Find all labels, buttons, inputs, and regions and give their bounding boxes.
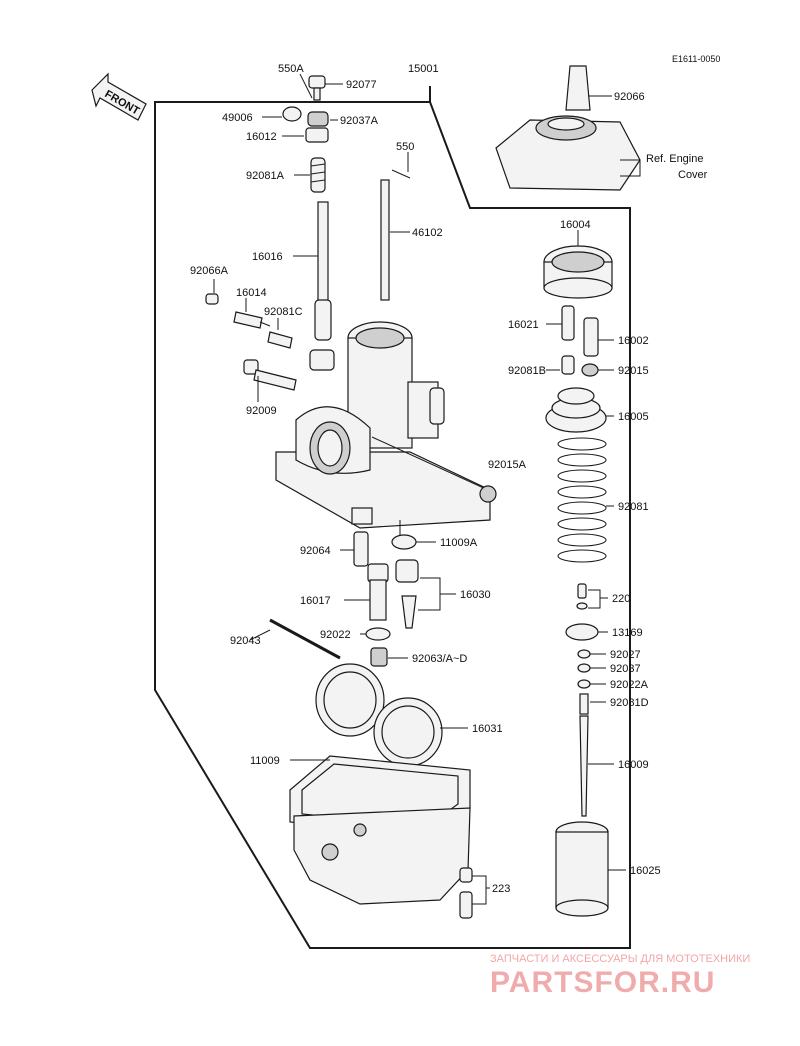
label-ref-cover: Cover [678,169,708,181]
screw-220 [577,583,587,599]
label-11009A: 11009A [440,537,478,549]
throttle-valve-16025 [555,821,609,917]
label-92022: 92022 [320,629,351,641]
label-16030: 16030 [460,589,491,601]
clip-92037 [577,663,591,673]
label-92009: 92009 [246,405,277,417]
screw-16014 [233,311,271,329]
float-pin-92043 [269,618,341,660]
washer-11009A [391,534,417,550]
part-49006 [282,106,302,122]
watermark-logo: PARTSFOR.RU [490,966,715,999]
screw-92077 [308,75,326,101]
label-92043: 92043 [230,635,261,647]
label-223: 223 [492,883,510,895]
label-92081C: 92081C [264,306,303,318]
diagram-code: E1611-0050 [672,54,720,64]
pin-550 [391,169,411,179]
spring-92081A [310,157,326,193]
float-16031 [315,663,443,767]
label-16009: 16009 [618,759,649,771]
spring-92081C [267,331,293,349]
label-92081A: 92081A [246,170,285,182]
label-92081B: 92081B [508,365,546,377]
label-ref-engine: Ref. Engine [646,153,703,165]
cap-92037A [307,111,329,127]
nut-92015 [581,363,599,377]
label-15001: 15001 [408,63,439,75]
engine-cover [495,115,641,191]
spring-92081B [561,355,575,375]
label-92027: 92027 [610,649,641,661]
label-92064: 92064 [300,545,331,557]
label-92081D: 92081D [610,697,649,709]
cap-16012 [305,127,329,143]
washer-92027 [577,649,591,659]
front-arrow: FRONT [91,72,147,121]
nut-92015A [479,485,497,503]
label-550: 550 [396,141,414,153]
label-16014: 16014 [236,287,267,299]
carburetor-body [275,321,491,529]
label-92066A: 92066A [190,265,229,277]
assembly-frame [154,86,631,949]
holder-16002 [583,317,599,357]
label-220: 220 [612,593,630,605]
label-16021: 16021 [508,319,539,331]
label-92063: 92063/A~D [412,653,467,665]
screw-92009 [243,359,297,391]
watermark-tagline: ЗАПЧАСТИ И АКСЕССУАРЫ ДЛЯ МОТОТЕХНИКИ [490,953,750,965]
rod-46102 [380,179,390,301]
float-valve-16030 [395,559,419,629]
label-16004: 16004 [560,219,591,231]
washer-92022 [365,627,391,641]
label-92077: 92077 [346,79,377,91]
label-49006: 49006 [222,112,253,124]
label-92066: 92066 [614,91,645,103]
adjuster-16021 [561,305,575,341]
washer-92022A [577,679,591,689]
label-46102: 46102 [412,227,443,239]
label-92081: 92081 [618,501,649,513]
label-550A: 550A [278,63,304,75]
label-16005: 16005 [618,411,649,423]
label-13169: 13169 [612,627,643,639]
label-16012: 16012 [246,131,277,143]
label-16016: 16016 [252,251,283,263]
label-92015: 92015 [618,365,649,377]
plate-13169 [565,623,599,641]
label-92037A: 92037A [340,115,379,127]
leader-92015A [371,436,489,491]
pin-550A-line [299,73,313,99]
label-16031: 16031 [472,723,503,735]
needle-jet-16017 [367,563,389,621]
spring-92081D [579,693,589,715]
throttle-rod-16016 [314,201,332,341]
screws-223 [459,867,473,919]
float-bowl [293,807,471,905]
diaphragm-cap-16005 [545,387,607,433]
top-cap-16004 [543,245,613,299]
label-92022A: 92022A [610,679,649,691]
main-jet-92063 [370,647,388,667]
label-92037: 92037 [610,663,641,675]
jet-92064 [353,531,369,567]
label-16025: 16025 [630,865,661,877]
jet-needle-16009 [579,715,589,817]
cap-92066A [205,293,219,305]
spring-92081 [557,437,607,563]
label-16002: 16002 [618,335,649,347]
rubber-cap-92066 [565,65,591,111]
label-11009: 11009 [250,755,280,767]
label-16017: 16017 [300,595,331,607]
label-92015A: 92015A [488,459,527,471]
